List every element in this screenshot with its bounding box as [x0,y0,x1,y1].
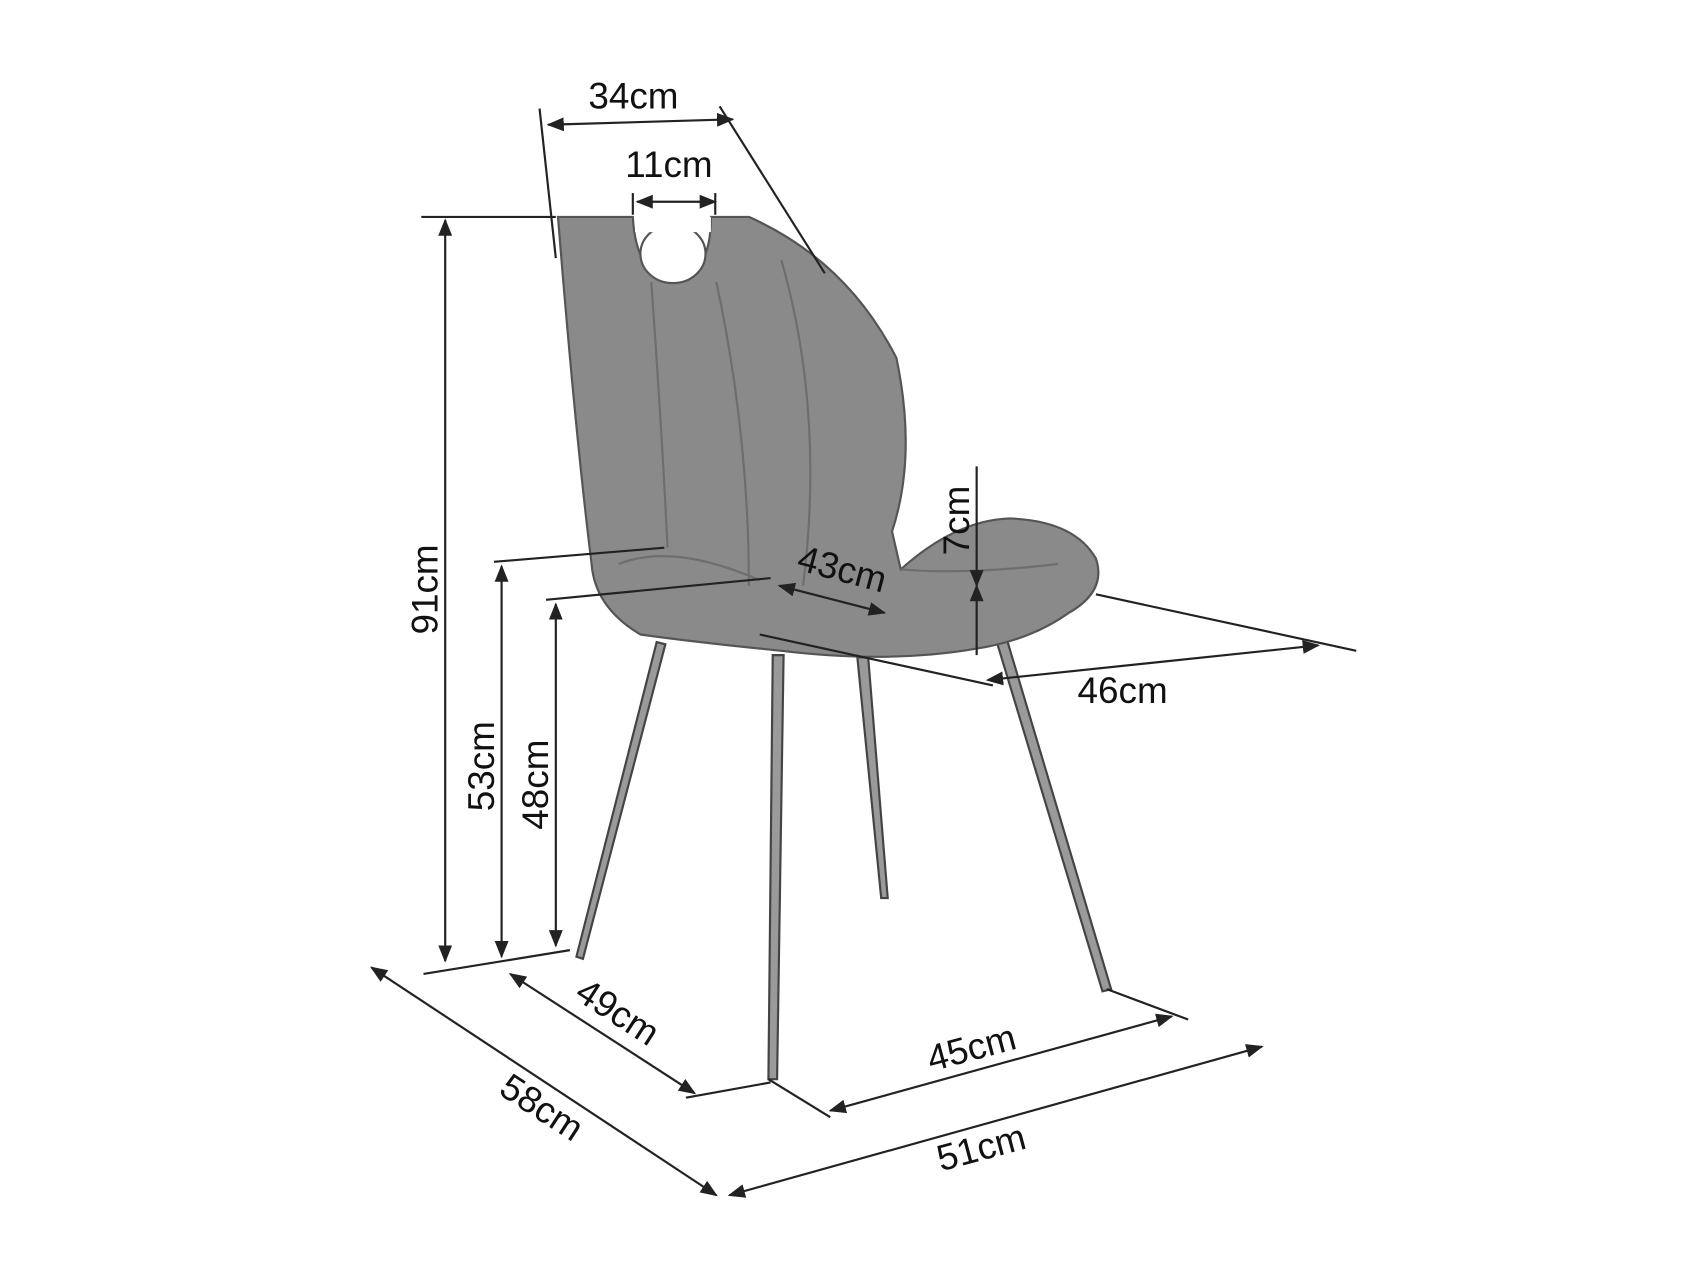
label-total-height: 91cm [405,544,446,634]
dimension-lines [369,105,1357,1198]
chair-legs [575,638,1113,1081]
label-leg-depth: 49cm [569,970,667,1053]
label-total-width: 51cm [932,1116,1030,1179]
label-seat-depth: 46cm [1078,670,1168,711]
label-armrest-height: 53cm [461,721,502,811]
label-seat-thickness: 7cm [936,486,977,556]
label-leg-width: 45cm [923,1016,1021,1079]
label-handle-width: 11cm [625,144,712,185]
label-seat-height: 48cm [515,740,556,830]
label-backrest-width: 34cm [588,75,678,116]
label-total-depth: 58cm [493,1066,591,1149]
chair-illustration [556,215,1100,658]
